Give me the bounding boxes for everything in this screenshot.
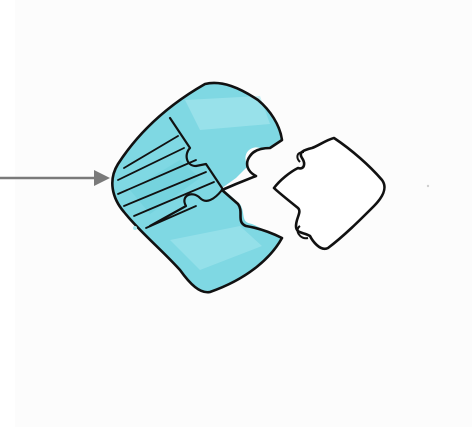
background-panel	[15, 0, 472, 427]
assembled-puzzle-outline	[111, 81, 284, 294]
stray-mark	[426, 184, 430, 188]
loose-piece-outline	[272, 136, 386, 251]
puzzle-hatching	[117, 135, 215, 229]
arrow-icon	[0, 170, 110, 186]
loose-puzzle-piece-icon	[272, 136, 386, 251]
stray-mark	[133, 226, 137, 230]
puzzle-seam-lower	[148, 188, 224, 228]
puzzle-seam-upper	[168, 116, 224, 190]
assembled-puzzle-icon	[111, 81, 284, 294]
